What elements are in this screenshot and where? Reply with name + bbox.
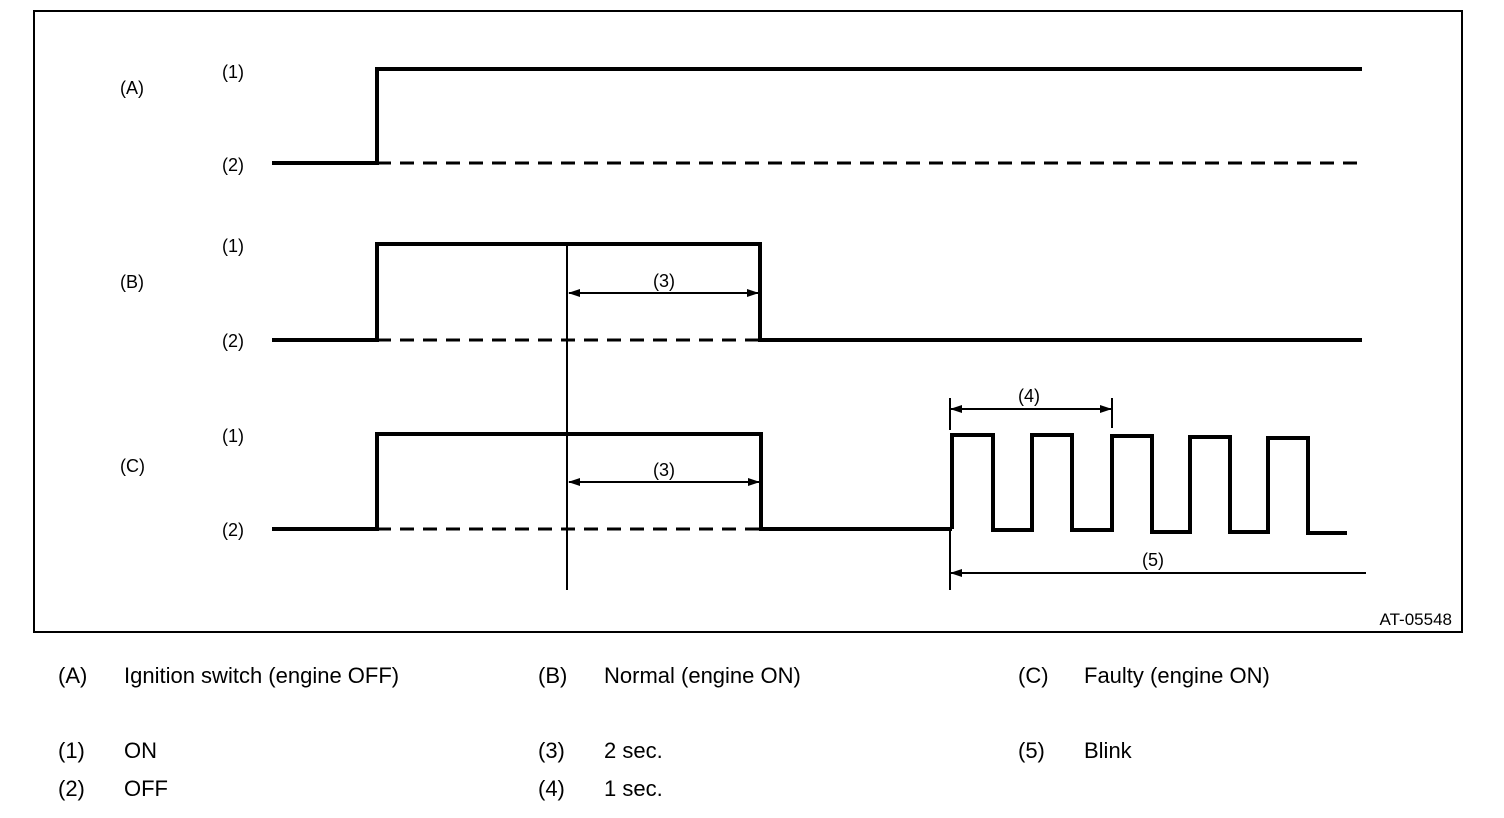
legend-key: (A) xyxy=(58,663,88,688)
row-a-off-label: (2) xyxy=(222,155,244,175)
legend-text: ON xyxy=(124,738,157,763)
legend-key: (5) xyxy=(1018,738,1045,763)
legend-key: (3) xyxy=(538,738,565,763)
row-b-label: (B) xyxy=(120,272,144,292)
row-a-waveform xyxy=(272,67,1362,165)
row-c-blink-waveform xyxy=(950,433,1347,535)
row-a-on-label: (1) xyxy=(222,62,244,82)
blink-label: (5) xyxy=(1142,550,1164,570)
row-b-waveform xyxy=(272,242,1362,342)
c-duration-label: (3) xyxy=(653,460,675,480)
row-b-on-label: (1) xyxy=(222,236,244,256)
figure-code: AT-05548 xyxy=(1380,610,1452,629)
legend-text: OFF xyxy=(124,776,168,801)
blink-period-label: (4) xyxy=(1018,386,1040,406)
row-c-waveform xyxy=(272,432,952,531)
legend-key: (C) xyxy=(1018,663,1049,688)
row-a-label: (A) xyxy=(120,78,144,98)
legend-text: 1 sec. xyxy=(604,776,663,801)
b-duration-label: (3) xyxy=(653,271,675,291)
legend-text: Ignition switch (engine OFF) xyxy=(124,663,400,688)
row-c-on-label: (1) xyxy=(222,426,244,446)
row-b-off-label: (2) xyxy=(222,331,244,351)
legend-key: (2) xyxy=(58,776,85,801)
legend-key: (B) xyxy=(538,663,568,688)
legend-text: Blink xyxy=(1084,738,1132,763)
legend-text: Faulty (engine ON) xyxy=(1084,663,1270,688)
legend-text: Normal (engine ON) xyxy=(604,663,801,688)
legend-text: 2 sec. xyxy=(604,738,663,763)
timing-diagram: (A) (1) (2) (B) (1) (2) (C) (1) (2) (3) … xyxy=(33,10,1463,633)
diagram-frame xyxy=(33,10,1463,633)
legend-key: (1) xyxy=(58,738,85,763)
row-c-off-label: (2) xyxy=(222,520,244,540)
row-c-label: (C) xyxy=(120,456,145,476)
legend-key: (4) xyxy=(538,776,565,801)
